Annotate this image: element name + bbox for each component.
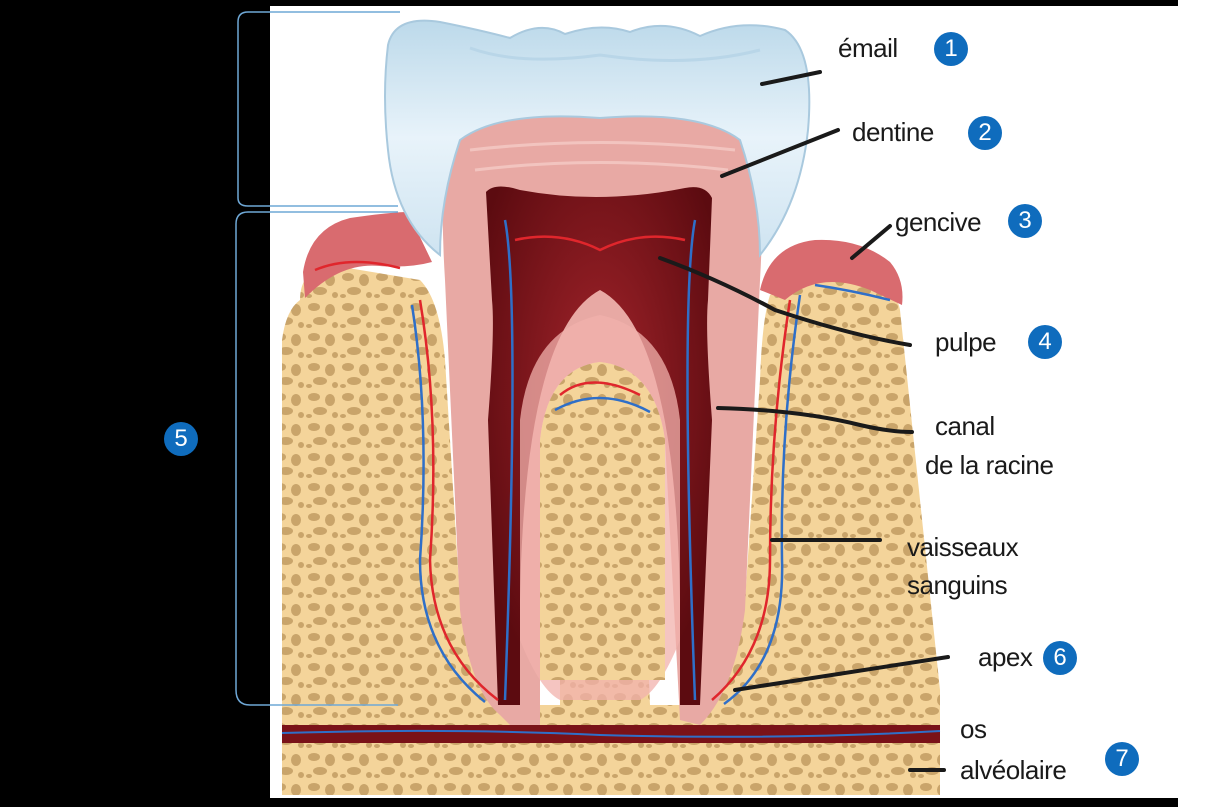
badge-2: 2	[968, 116, 1002, 150]
label-os-line1: os	[960, 714, 986, 744]
label-os-line2: alvéolaire	[960, 755, 1066, 785]
label-vaisseaux-line1: vaisseaux	[907, 532, 1018, 562]
badge-7: 7	[1105, 742, 1139, 776]
badge-3: 3	[1008, 204, 1042, 238]
alveolar-bone	[282, 705, 940, 795]
vessel-band	[282, 725, 940, 743]
badge-1: 1	[934, 32, 968, 66]
label-canal-line1: canal	[935, 411, 995, 441]
label-email: émail	[838, 33, 898, 63]
label-pulpe: pulpe	[935, 327, 996, 357]
badge-4: 4	[1028, 325, 1062, 359]
badge-6: 6	[1043, 641, 1077, 675]
label-dentine: dentine	[852, 117, 934, 147]
label-apex: apex	[978, 642, 1032, 672]
label-gencive: gencive	[895, 207, 981, 237]
badge-5: 5	[164, 422, 198, 456]
label-vaisseaux-line2: sanguins	[907, 570, 1007, 600]
label-canal-line2: de la racine	[925, 450, 1053, 480]
